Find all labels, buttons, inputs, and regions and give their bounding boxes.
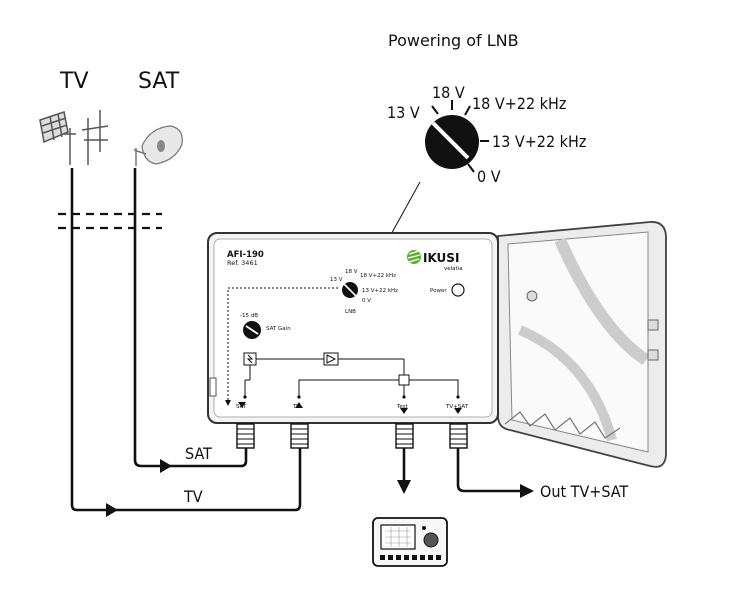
power-label: Power [430, 288, 447, 294]
dial-label-18v22: 18 V+22 kHz [472, 94, 566, 113]
sat-gain-label: SAT Gain [266, 326, 291, 332]
tv-cable-label: TV [183, 487, 203, 506]
tv-cable [70, 168, 302, 512]
sat-dish-icon [133, 125, 183, 166]
field-meter-icon [372, 517, 448, 567]
connector-test[interactable] [395, 423, 414, 449]
dial-label-0v: 0 V [477, 167, 501, 186]
lnb-label: LNB [345, 309, 356, 315]
brand-name: IKUSI [423, 251, 459, 265]
port-label-tv: TV [292, 404, 300, 410]
ikusi-logo [407, 250, 421, 264]
dial-label-13v: 13 V [387, 103, 420, 122]
tv-cable-arrow [106, 503, 118, 517]
sat-antenna-label: SAT [138, 69, 180, 94]
out-cable [456, 448, 522, 493]
connector-sat[interactable] [236, 423, 255, 449]
out-cable-arrow [520, 484, 534, 498]
internal-circuit [225, 287, 459, 406]
powering-title: Powering of LNB [388, 31, 519, 50]
sat-gain-knob[interactable] [243, 321, 261, 339]
brand-sub: velatia [444, 266, 463, 272]
mini-dial-0v: 0 V [362, 298, 371, 304]
mini-dial-18v22: 18 V+22 kHz [360, 273, 396, 279]
device-cover [497, 221, 667, 468]
device-ref: Ref. 3461 [227, 259, 258, 267]
mini-dial-18v: 18 V [345, 269, 358, 275]
sat-cable-label: SAT [185, 444, 212, 463]
port-label-test: Test [396, 404, 409, 410]
mini-dial-13v: 13 V [330, 277, 343, 283]
connector-tvsat[interactable] [449, 423, 468, 449]
device-body [207, 232, 499, 424]
tv-antenna-icon [39, 110, 109, 165]
port-markers [238, 395, 462, 414]
sat-cable-arrow [160, 459, 172, 473]
tv-antenna-label: TV [59, 69, 89, 94]
test-cable-arrow [397, 480, 411, 494]
dial-label-13v22: 13 V+22 kHz [492, 132, 586, 151]
connector-tv[interactable] [290, 423, 309, 449]
port-label-sat: SAT [236, 404, 247, 410]
lnb-dial[interactable] [425, 100, 489, 173]
out-label: Out TV+SAT [540, 482, 628, 501]
dial-label-18v: 18 V [432, 83, 465, 102]
mini-lnb-dial[interactable] [342, 282, 358, 298]
port-label-tvsat: TV+SAT [445, 404, 469, 410]
mini-dial-13v22: 13 V+22 kHz [362, 288, 398, 294]
sat-cable [133, 168, 248, 468]
gain-value: -15 dB [240, 313, 258, 319]
device-model: AFI-190 [227, 250, 264, 260]
power-led [451, 283, 465, 297]
